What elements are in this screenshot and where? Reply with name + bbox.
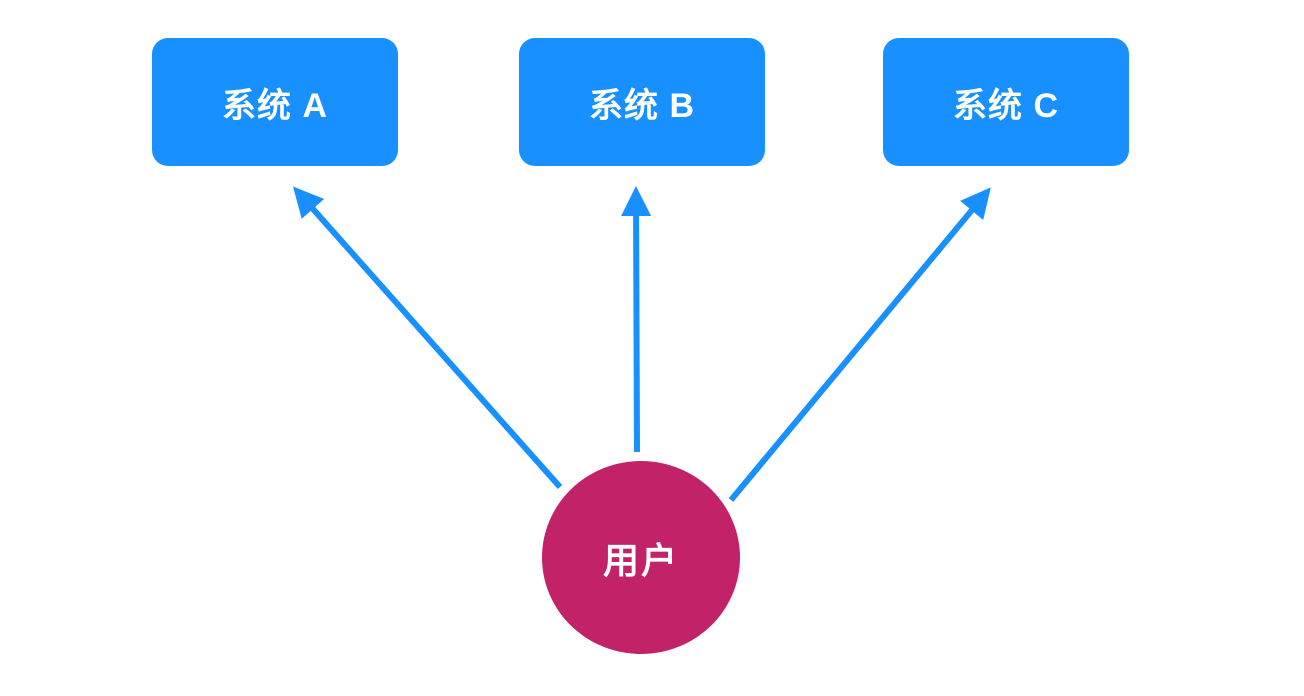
- node-user-label: 用户: [602, 539, 679, 581]
- node-system-b-label: 系统 B: [589, 86, 695, 125]
- node-system-a-label: 系统 A: [222, 86, 328, 125]
- arrow-user-to-system-a: [293, 186, 563, 489]
- arrow-user-to-system-c: [728, 187, 991, 502]
- node-system-b: 系统 B: [519, 38, 765, 166]
- node-system-c: 系统 C: [883, 38, 1129, 166]
- node-system-c-label: 系统 C: [953, 86, 1059, 125]
- node-user: 用户: [542, 461, 740, 654]
- node-system-a: 系统 A: [152, 38, 398, 166]
- arrow-user-to-system-b: [621, 186, 652, 453]
